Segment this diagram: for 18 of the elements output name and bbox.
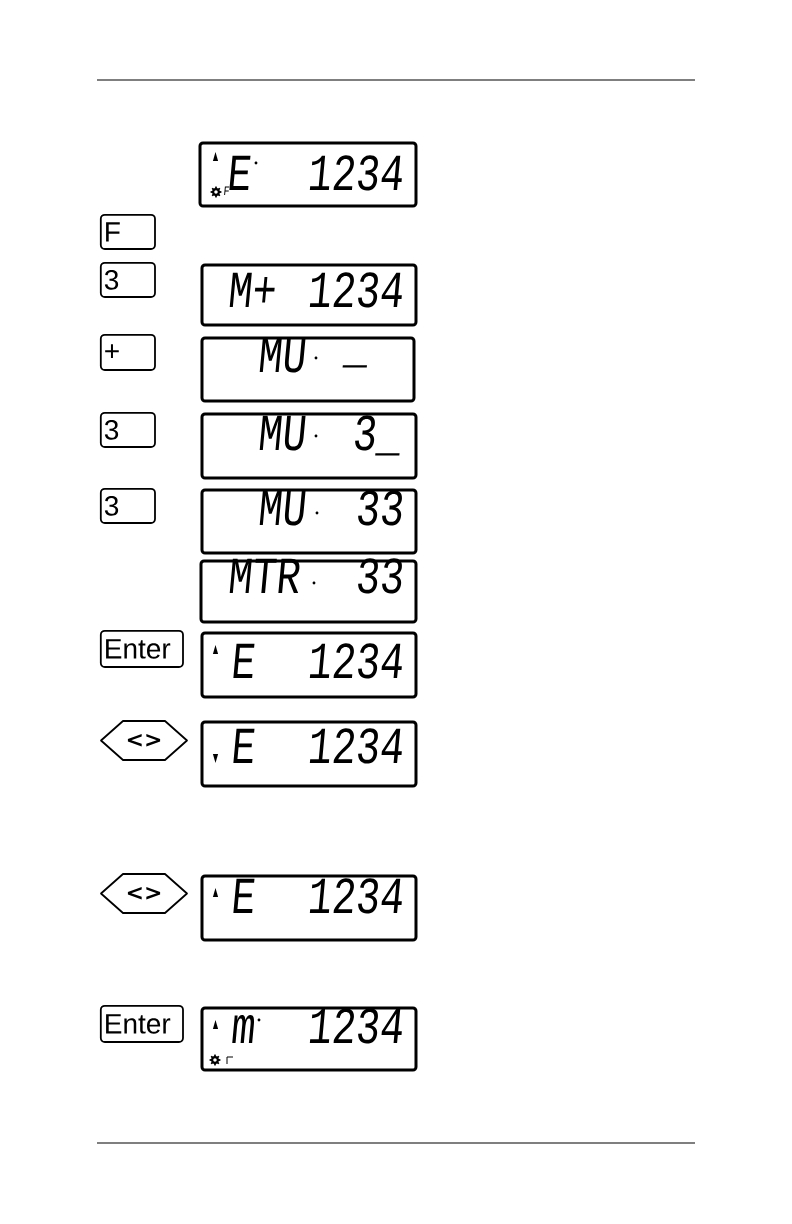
key-button: 3 <box>99 411 156 448</box>
key-button: 3 <box>99 487 156 524</box>
lcd-display: E 1234 <box>200 720 418 788</box>
lcd-display: MU 3_ <box>200 412 418 480</box>
hexagon-key: <> <box>100 873 188 914</box>
lcd-display: m 1234 <box>200 1006 418 1072</box>
key-button: + <box>99 333 156 371</box>
lcd-display: MU _ <box>200 336 416 403</box>
key-button: F <box>99 213 156 250</box>
key-button: Enter <box>99 1004 184 1043</box>
lcd-display: E 1234 F <box>198 141 418 208</box>
hexagon-key: <> <box>100 720 188 761</box>
lcd-display: MU 33 <box>200 488 418 555</box>
lcd-display: M+ 1234 <box>200 263 418 327</box>
key-button: Enter <box>99 629 184 668</box>
lcd-display: E 1234 <box>200 631 418 699</box>
key-button: 3 <box>99 261 156 298</box>
lcd-display: E 1234 <box>200 874 418 942</box>
